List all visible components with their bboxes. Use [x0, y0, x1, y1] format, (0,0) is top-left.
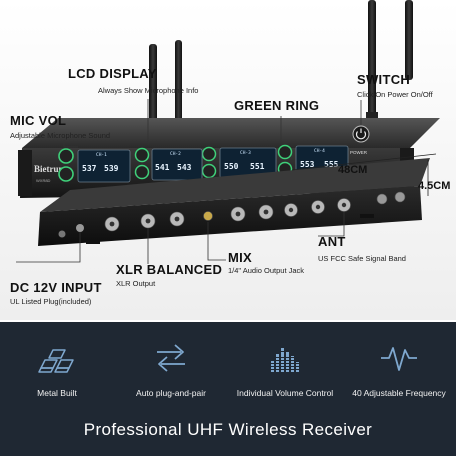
lcd-reading-5: 550 — [224, 162, 239, 171]
callout-leaders — [16, 99, 362, 264]
receiver-illustration: Bietrun WXR8D CH-1 CH-2 CH-3 CH-4 — [0, 0, 456, 320]
mix-jack — [203, 211, 213, 221]
features-strip: Metal Built Auto plug-and-pair — [0, 322, 456, 456]
rear-panel — [38, 158, 430, 246]
ant-title: ANT — [318, 234, 346, 249]
feature-label-metal-built: Metal Built — [37, 388, 77, 398]
swap-arrows-icon — [157, 344, 185, 372]
mic-vol-desc: Adjustable Microphone Sound — [10, 131, 111, 140]
frequency-wave-icon — [381, 347, 417, 371]
mic-vol-title: MIC VOL — [10, 113, 67, 128]
mix-desc: 1/4" Audio Output Jack — [228, 266, 305, 275]
dc-input-title: DC 12V INPUT — [10, 280, 102, 295]
lcd-reading-2: 539 — [104, 164, 119, 173]
width-dimension: 48CM — [338, 164, 368, 176]
lcd-display-desc: Always Show Microphone Info — [98, 86, 199, 95]
ant-desc: US FCC Safe Signal Band — [318, 254, 406, 263]
feature-label-auto-pair: Auto plug-and-pair — [136, 388, 206, 398]
volume-knobs — [58, 144, 293, 182]
lcd-channel-3: CH-3 — [240, 150, 251, 156]
lcd-reading-4: 543 — [177, 163, 192, 172]
height-dimension: 4.5CM — [418, 180, 451, 192]
power-label: POWER — [350, 150, 368, 155]
lcd-display-title: LCD DISPLAY — [68, 66, 157, 81]
mix-title: MIX — [228, 250, 253, 265]
feature-auto-pair: Auto plug-and-pair — [114, 338, 228, 398]
lcd-channel-1: CH-1 — [96, 152, 107, 158]
feature-label-adjustable-frequency: 40 Adjustable Frequency — [352, 388, 446, 398]
switch-title: SWITCH — [357, 72, 411, 87]
xlr-balanced-title: XLR BALANCED — [116, 262, 223, 277]
green-ring-title: GREEN RING — [234, 98, 320, 113]
lcd-reading-6: 551 — [250, 162, 265, 171]
lcd-reading-1: 537 — [82, 164, 97, 173]
lcd-reading-8: 555 — [324, 160, 339, 169]
xlr-balanced-desc: XLR Output — [116, 279, 156, 288]
volume-bars-icon — [269, 348, 301, 372]
tagline: Professional UHF Wireless Receiver — [83, 420, 373, 439]
lcd-channel-2: CH-2 — [170, 151, 181, 157]
feature-adjustable-frequency: 40 Adjustable Frequency — [342, 338, 456, 398]
model-name: WXR8D — [36, 178, 51, 183]
lcd-reading-7: 553 — [300, 160, 315, 169]
dc-jack — [76, 224, 84, 232]
feature-metal-built: Metal Built — [0, 338, 114, 398]
lcd-channel-4: CH-4 — [314, 148, 325, 154]
power-switch: POWER — [350, 125, 370, 155]
dc-input-desc: UL Listed Plug(included) — [10, 297, 92, 306]
brand-name: Bietrun — [34, 164, 64, 174]
metal-bars-icon — [38, 349, 74, 373]
switch-desc: Click On Power On/Off — [357, 90, 433, 99]
lcd-reading-3: 541 — [155, 163, 170, 172]
feature-volume-control: Individual Volume Control — [228, 338, 342, 398]
feature-label-volume-control: Individual Volume Control — [236, 388, 334, 398]
